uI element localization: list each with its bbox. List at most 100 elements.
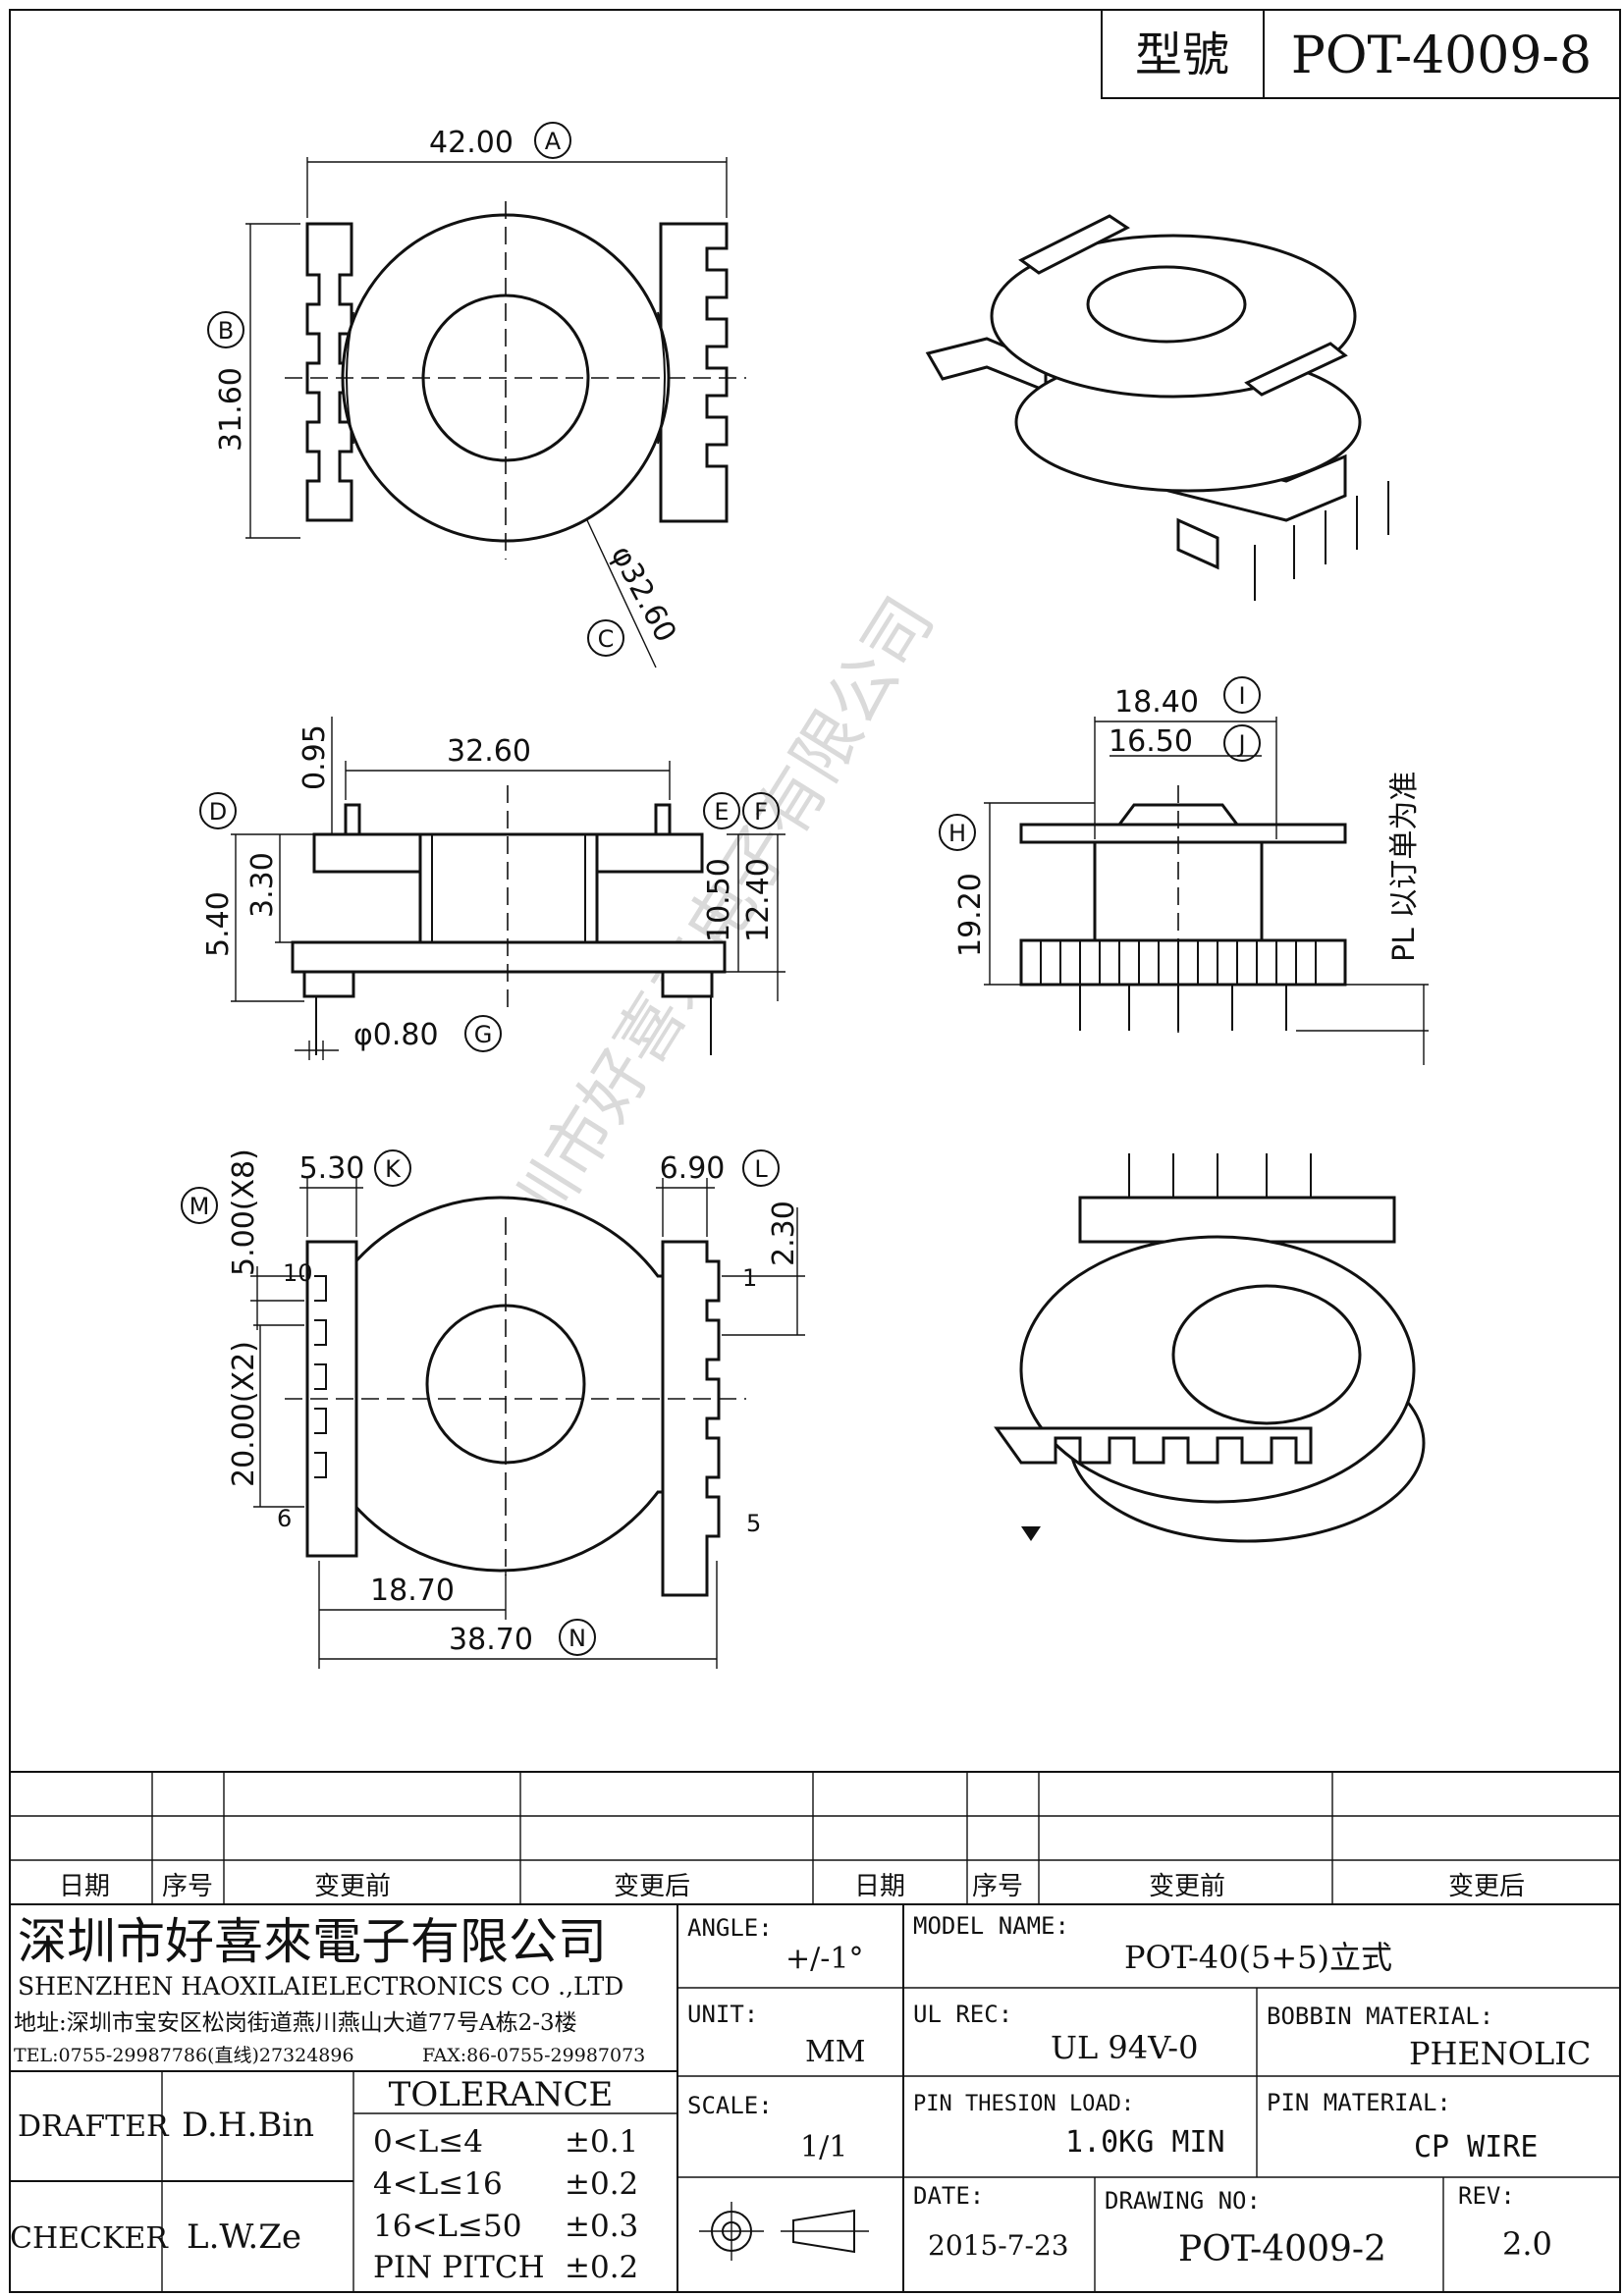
- pl-note: PL 以订单为准: [1387, 772, 1422, 962]
- bobbin-value: PHENOLIC: [1409, 2035, 1591, 2072]
- bobbin-label: BOBBIN MATERIAL:: [1267, 2002, 1493, 2030]
- tag-i: I: [1238, 682, 1245, 710]
- dim-l: 6.90: [660, 1151, 726, 1186]
- tension-value: 1.0KG MIN: [1065, 2125, 1225, 2160]
- model-value: POT-4009-8: [1291, 27, 1592, 85]
- dim-h: 19.20: [953, 873, 988, 957]
- pin-10: 10: [283, 1259, 313, 1287]
- rev-col-seq-2: 序号: [972, 1872, 1023, 1901]
- model-header: 型號 POT-4009-8: [1101, 9, 1621, 99]
- company-name-en: SHENZHEN HAOXILAIELECTRONICS CO .,LTD: [18, 1972, 623, 2001]
- angle-label: ANGLE:: [687, 1914, 773, 1942]
- tag-l: L: [754, 1155, 768, 1183]
- model-label: 型號: [1135, 27, 1229, 82]
- tag-h: H: [948, 820, 966, 847]
- tag-b: B: [218, 317, 234, 345]
- date-label: DATE:: [913, 2182, 984, 2210]
- dim-j: 16.50: [1109, 724, 1193, 759]
- rev-value: 2.0: [1502, 2225, 1552, 2263]
- ul-value: UL 94V-0: [1051, 2029, 1198, 2066]
- angle-value: +/-1°: [785, 1942, 863, 1976]
- tol-value-2: ±0.3: [565, 2209, 638, 2244]
- pin-material-value: CP WIRE: [1414, 2130, 1538, 2164]
- dim-g: φ0.80: [353, 1018, 439, 1052]
- iso-view-top: [925, 214, 1389, 601]
- drafter-label: DRAFTER: [18, 2109, 170, 2144]
- tag-g: G: [474, 1021, 493, 1048]
- dim-m: 5.00(X8): [227, 1148, 261, 1276]
- dim-h2: 3.30: [245, 852, 280, 918]
- side-view: 32.60 0.95 D 5.40 3.30 E F 10.50 12.40 φ…: [199, 717, 785, 1060]
- ul-label: UL REC:: [913, 2001, 1012, 2028]
- projection-symbol-icon: [699, 2202, 869, 2261]
- dim-i: 18.40: [1114, 685, 1199, 720]
- drafter-name: D.H.Bin: [182, 2106, 314, 2145]
- dim-top-width: 32.60: [447, 734, 531, 769]
- model-name-label: MODEL NAME:: [913, 1912, 1069, 1940]
- dim-b: 31.60: [214, 367, 248, 452]
- tol-range-1: 4<L≤16: [373, 2166, 503, 2202]
- tol-value-1: ±0.2: [565, 2166, 638, 2202]
- tag-n: N: [568, 1625, 586, 1652]
- dim-c: φ32.60: [604, 540, 683, 648]
- rev-col-before-2: 变更前: [1149, 1872, 1225, 1901]
- tag-e: E: [714, 798, 729, 826]
- dim-h1: 5.40: [201, 891, 236, 957]
- model-name-value: POT-40(5+5)立式: [1124, 1939, 1392, 1976]
- tol-range-0: 0<L≤4: [373, 2124, 483, 2160]
- rev-col-after-1: 变更后: [614, 1872, 690, 1901]
- date-value: 2015-7-23: [928, 2229, 1069, 2262]
- rev-label: REV:: [1458, 2182, 1515, 2210]
- rev-col-date-2: 日期: [854, 1872, 905, 1901]
- tol-value-3: ±0.2: [565, 2250, 638, 2285]
- rev-col-before-1: 变更前: [314, 1872, 391, 1901]
- dim-a: 42.00: [429, 126, 514, 160]
- pin-1: 1: [742, 1264, 757, 1292]
- tol-range-2: 16<L≤50: [373, 2209, 521, 2244]
- dim-k: 5.30: [299, 1151, 365, 1186]
- company-name-cn: 深圳市好喜來電子有限公司: [18, 1913, 607, 1970]
- company-fax: FAX:86-0755-29987073: [422, 2045, 645, 2066]
- drawing-no-label: DRAWING NO:: [1105, 2187, 1261, 2215]
- tag-d: D: [209, 798, 227, 826]
- pin-6: 6: [277, 1505, 292, 1532]
- checker-name: L.W.Ze: [187, 2217, 301, 2257]
- tag-a: A: [545, 128, 562, 155]
- scale-label: SCALE:: [687, 2092, 773, 2119]
- dim-pitch2: 20.00(X2): [227, 1341, 261, 1487]
- drawing-no-value: POT-4009-2: [1178, 2229, 1386, 2269]
- tag-m: M: [189, 1193, 210, 1220]
- pin-5: 5: [746, 1510, 761, 1537]
- checker-label: CHECKER: [10, 2221, 169, 2256]
- rev-col-seq-1: 序号: [162, 1872, 213, 1901]
- rev-col-after-2: 变更后: [1448, 1872, 1525, 1901]
- tolerance-title: TOLERANCE: [389, 2075, 614, 2114]
- dim-l2: 2.30: [767, 1201, 801, 1266]
- company-tel: TEL:0755-29987786(直线)27324896: [14, 2045, 354, 2066]
- tol-value-0: ±0.1: [565, 2124, 638, 2160]
- pin-material-label: PIN MATERIAL:: [1267, 2089, 1451, 2116]
- bottom-view: 10 1 6 5 5.30 K 6.90 L 2.30 M 5.00(X8) 2…: [181, 1148, 805, 1669]
- sheet-border: [9, 9, 1621, 2293]
- tag-f: F: [754, 798, 768, 826]
- dim-d-value: 0.95: [298, 724, 332, 790]
- tag-j: J: [1236, 730, 1245, 758]
- top-view: 42.00 A 31.60 B φ32.60 C: [207, 122, 746, 668]
- tag-c: C: [598, 625, 615, 653]
- dim-h4: 12.40: [741, 858, 776, 942]
- tension-label: PIN THESION LOAD:: [913, 2092, 1134, 2116]
- unit-value: MM: [805, 2035, 865, 2069]
- dim-n: 38.70: [449, 1623, 533, 1657]
- tol-range-3: PIN PITCH: [373, 2250, 545, 2285]
- dim-h3: 10.50: [702, 858, 736, 942]
- rev-col-date-1: 日期: [59, 1872, 110, 1901]
- iso-view-bottom: [994, 1153, 1426, 1543]
- front-view: 18.40 I 16.50 J 19.20 H PL 以订单为准: [939, 676, 1429, 1065]
- title-block: 日期 序号 变更前 变更后 日期 序号 变更前 变更后 深圳市好喜來電子有限公司…: [10, 1771, 1620, 2292]
- company-address: 地址:深圳市宝安区松岗街道燕川燕山大道77号A栋2-3楼: [14, 2010, 577, 2036]
- scale-value: 1/1: [800, 2130, 847, 2164]
- unit-label: UNIT:: [687, 2001, 758, 2028]
- dim-n1: 18.70: [370, 1574, 455, 1608]
- tag-k: K: [385, 1155, 402, 1183]
